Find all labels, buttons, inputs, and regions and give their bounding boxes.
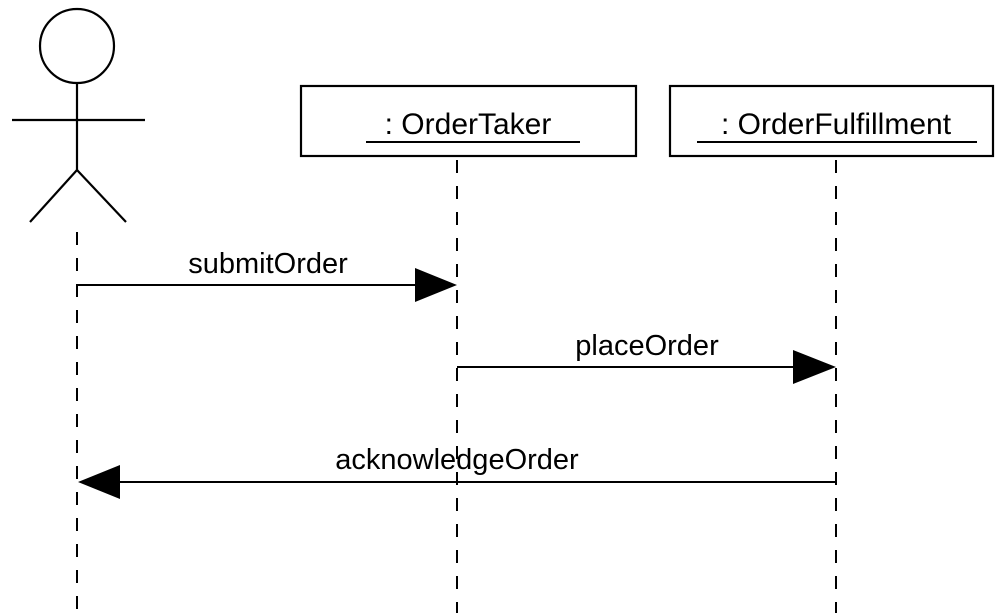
message-label: acknowledgeOrder: [335, 444, 579, 476]
actor-right-leg: [76, 169, 127, 223]
arrowhead-right-icon: [793, 350, 836, 384]
participant-label: : OrderTaker: [385, 108, 552, 141]
participant-orderfulfillment: : OrderFulfillment: [668, 84, 995, 158]
participant-box: [299, 84, 638, 158]
message-label: submitOrder: [188, 248, 348, 280]
actor-left-leg: [29, 169, 78, 223]
arrowhead-left-icon: [78, 465, 120, 499]
message-submit: submitOrder: [77, 248, 457, 302]
arrowhead-right-icon: [415, 268, 457, 302]
participant-box: [668, 84, 995, 158]
message-ack: acknowledgeOrder: [78, 444, 836, 499]
actor-head: [38, 7, 116, 85]
message-place: placeOrder: [457, 330, 836, 384]
actor-figure: [12, 7, 145, 223]
participant-ordertaker: : OrderTaker: [299, 84, 638, 158]
message-label: placeOrder: [575, 330, 719, 362]
participant-label: : OrderFulfillment: [721, 108, 952, 141]
